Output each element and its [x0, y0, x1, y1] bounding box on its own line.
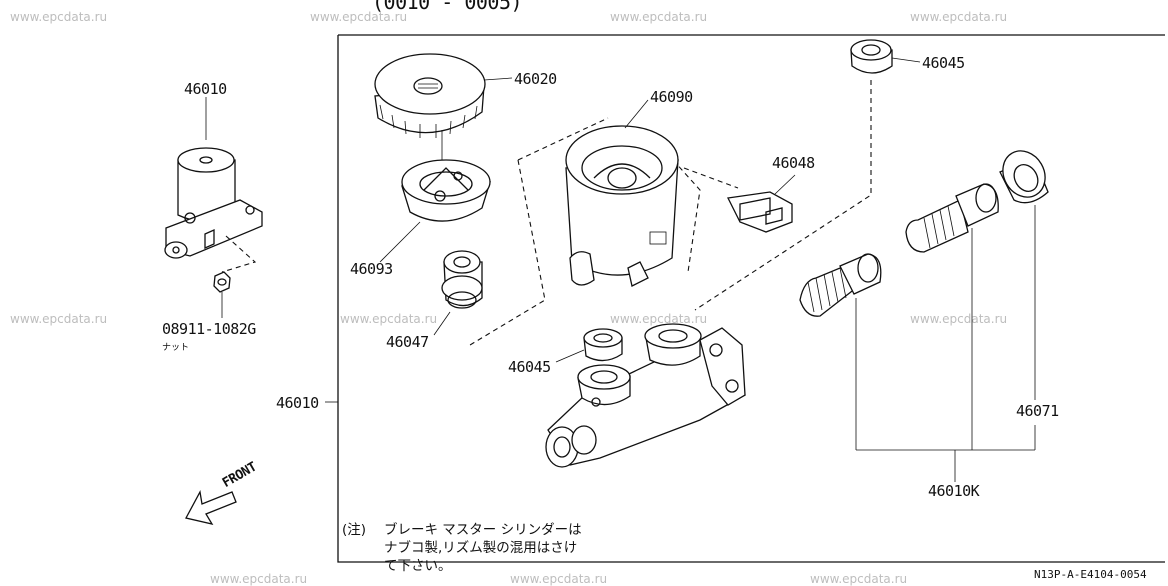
nut-icon: [213, 271, 231, 293]
part-label-46020: 46020: [514, 70, 557, 88]
part-label-46071: 46071: [1016, 402, 1059, 420]
frame-left-bottom: [337, 35, 1165, 563]
part-label-46045-mid: 46045: [508, 358, 551, 376]
watermark: www.epcdata.ru: [310, 10, 408, 24]
watermark: www.epcdata.ru: [910, 10, 1008, 24]
note-prefix: (注): [342, 522, 367, 538]
part-label-46093: 46093: [350, 260, 393, 278]
part-label-46047: 46047: [386, 333, 429, 351]
part-label-46010-left: 46010: [184, 80, 227, 98]
primary-piston: [905, 183, 999, 253]
front-arrow-icon: [185, 490, 237, 525]
watermark: www.epcdata.ru: [210, 572, 308, 586]
grommet-middle: [583, 328, 623, 362]
watermark: www.epcdata.ru: [510, 572, 608, 586]
watermark: www.epcdata.ru: [610, 10, 708, 24]
watermark: www.epcdata.ru: [10, 312, 108, 326]
level-sensor: [727, 174, 796, 233]
part-label-nut: ナット: [162, 343, 190, 353]
part-label-46010K: 46010K: [928, 482, 980, 500]
reservoir-diaphragm: [401, 159, 491, 222]
watermark: www.epcdata.ru: [340, 312, 438, 326]
note-line-3: て下さい。: [384, 558, 452, 574]
master-cylinder-body: [545, 323, 746, 468]
watermark: www.epcdata.ru: [910, 312, 1008, 326]
part-label-46048: 46048: [772, 154, 815, 172]
part-label-46010-main: 46010: [276, 394, 319, 412]
reservoir-grommet: [441, 250, 483, 309]
watermark: www.epcdata.ru: [810, 572, 908, 586]
part-label-46090: 46090: [650, 88, 693, 106]
note-line-2: ナブコ製,リズム製の混用はさけ: [384, 540, 578, 556]
diagram-code: N13P-A-E4104-0054: [1034, 568, 1147, 581]
reservoir-cap: [374, 53, 486, 138]
grommet-top: [850, 39, 893, 74]
reservoir-tank: [565, 125, 679, 287]
part-label-08911-1082G: 08911-1082G: [162, 320, 256, 338]
note-line-1: ブレーキ マスター シリンダーは: [384, 522, 582, 538]
part-label-46045-top: 46045: [922, 54, 965, 72]
secondary-piston-spring: [799, 253, 882, 317]
watermark: www.epcdata.ru: [610, 312, 708, 326]
header-partial-text: (0010 - 0005): [372, 0, 523, 14]
watermark: www.epcdata.ru: [10, 10, 108, 24]
piston-cup-ring: [999, 150, 1049, 204]
assembled-master-cylinder: [164, 147, 263, 259]
